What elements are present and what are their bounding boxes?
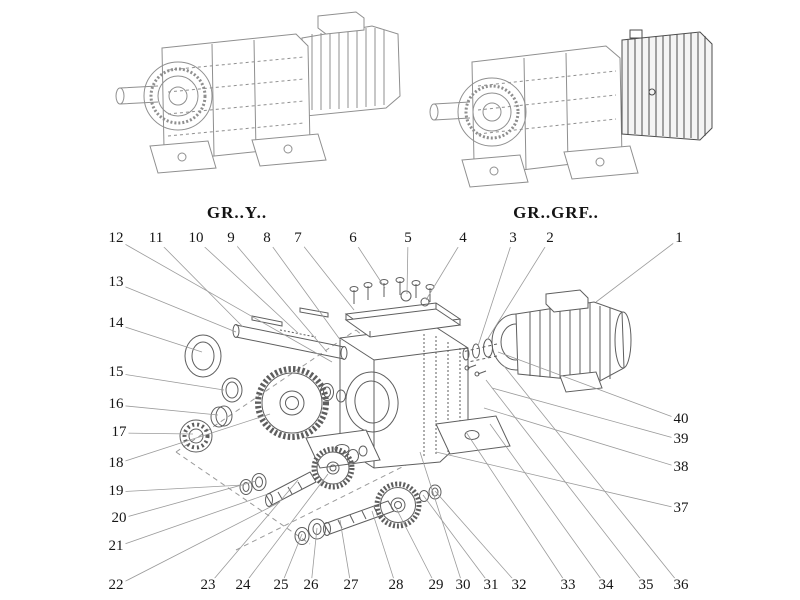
callout-7: 7	[292, 230, 304, 247]
callout-37: 37	[671, 500, 691, 517]
callout-26: 26	[301, 577, 321, 594]
leader-line-17	[118, 432, 194, 435]
callout-13: 13	[106, 274, 126, 291]
callout-40: 40	[671, 411, 691, 428]
leader-line-35	[485, 379, 647, 587]
callout-32: 32	[509, 577, 529, 594]
leader-line-8	[266, 238, 342, 342]
callout-36: 36	[671, 577, 691, 594]
callout-12: 12	[106, 230, 126, 247]
leader-line-34	[489, 423, 607, 587]
motor-exploded	[461, 289, 632, 393]
leader-line-28	[371, 510, 397, 587]
callout-22: 22	[106, 577, 126, 594]
callout-9: 9	[225, 230, 237, 247]
leader-line-2	[486, 238, 551, 341]
callout-8: 8	[261, 230, 273, 247]
leader-line-11	[155, 238, 244, 328]
leader-line-14	[115, 323, 203, 353]
callout-3: 3	[507, 230, 519, 247]
callout-29: 29	[426, 577, 446, 594]
callout-20: 20	[109, 510, 129, 527]
leader-line-6	[352, 238, 386, 289]
leader-line-37	[435, 451, 682, 510]
callout-6: 6	[347, 230, 359, 247]
leader-line-9	[230, 238, 328, 353]
leader-line-5	[406, 238, 409, 295]
callout-19: 19	[106, 483, 126, 500]
callout-23: 23	[198, 577, 218, 594]
leader-line-16	[115, 404, 219, 416]
leader-line-1	[595, 238, 680, 303]
callout-11: 11	[146, 230, 166, 247]
leader-lines	[115, 238, 682, 587]
callout-17: 17	[109, 424, 129, 441]
callout-15: 15	[106, 364, 126, 381]
leader-line-20	[118, 480, 257, 520]
leader-line-38	[483, 407, 682, 469]
variant-label-gr-y: GR..Y..	[206, 203, 268, 222]
callout-5: 5	[402, 230, 414, 247]
leader-line-21	[115, 493, 269, 548]
leader-line-7	[297, 238, 355, 311]
callout-10: 10	[186, 230, 206, 247]
callout-31: 31	[481, 577, 501, 594]
gearmotor-gr-y-drawing	[115, 11, 401, 174]
cover-plate-and-bolts	[344, 277, 462, 338]
callout-34: 34	[596, 577, 616, 594]
leader-line-23	[207, 479, 299, 587]
leader-line-32	[434, 490, 520, 587]
callout-4: 4	[457, 230, 469, 247]
leader-line-13	[115, 282, 237, 333]
callout-14: 14	[106, 315, 126, 332]
callout-16: 16	[106, 396, 126, 413]
gearmotor-gr-grf-drawing	[429, 29, 713, 188]
callout-21: 21	[106, 538, 126, 555]
callout-27: 27	[341, 577, 361, 594]
lower-shaft-assembly	[294, 481, 442, 545]
callout-24: 24	[233, 577, 253, 594]
exploded-view-drawing	[175, 277, 632, 551]
leader-line-18	[115, 413, 271, 465]
leader-line-25	[280, 533, 303, 587]
callout-39: 39	[671, 431, 691, 448]
leader-line-24	[242, 473, 329, 587]
callout-35: 35	[636, 577, 656, 594]
leader-line-30	[419, 451, 464, 587]
leader-line-4	[425, 238, 464, 301]
callout-30: 30	[453, 577, 473, 594]
callout-28: 28	[386, 577, 406, 594]
callout-2: 2	[544, 230, 556, 247]
leader-line-15	[115, 372, 225, 391]
leader-line-36	[503, 365, 682, 587]
leader-line-27	[339, 519, 352, 587]
callout-38: 38	[671, 459, 691, 476]
leader-line-12	[115, 238, 333, 363]
leader-line-29	[395, 507, 437, 587]
leader-line-33	[465, 431, 569, 587]
leader-line-26	[310, 527, 318, 587]
leader-line-31	[422, 494, 492, 587]
leader-line-39	[491, 387, 682, 441]
callout-25: 25	[271, 577, 291, 594]
callout-33: 33	[558, 577, 578, 594]
leader-line-3	[477, 238, 514, 347]
callout-1: 1	[673, 230, 685, 247]
leader-line-19	[115, 484, 244, 493]
leader-line-22	[115, 501, 281, 587]
leader-line-40	[497, 351, 682, 421]
variant-label-gr-grf: GR..GRF..	[513, 203, 599, 222]
leader-line-10	[195, 238, 299, 334]
callout-18: 18	[106, 455, 126, 472]
output-shaft-assembly	[179, 307, 348, 453]
